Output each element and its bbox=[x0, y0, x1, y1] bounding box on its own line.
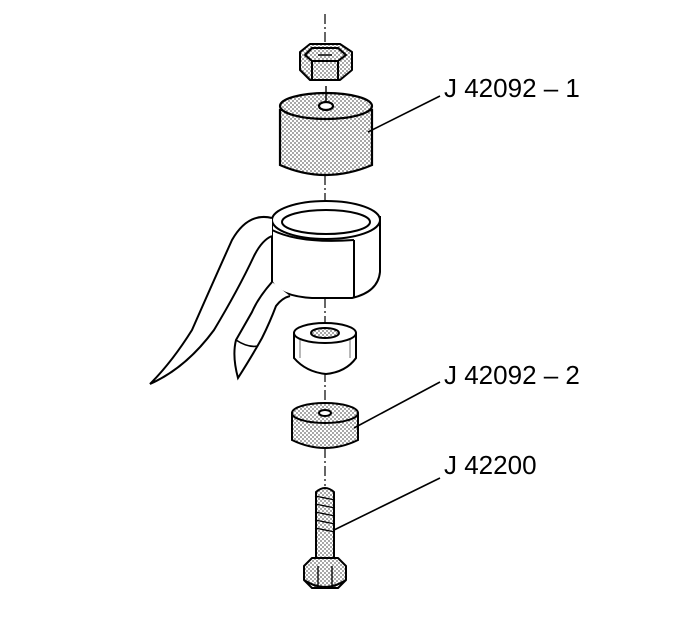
threaded-bolt bbox=[303, 487, 347, 589]
label-bolt: J 42200 bbox=[444, 450, 537, 480]
bushing bbox=[293, 322, 357, 376]
leader-bolt bbox=[333, 477, 441, 531]
leader-lines bbox=[333, 95, 441, 531]
hex-nut bbox=[299, 43, 353, 81]
leader-upper-cup bbox=[367, 95, 441, 133]
leader-lower-cup bbox=[353, 381, 441, 429]
upper-receiver-cup bbox=[278, 86, 374, 177]
label-upper-cup: J 42092 – 1 bbox=[444, 73, 580, 103]
label-lower-cup: J 42092 – 2 bbox=[444, 360, 580, 390]
control-arm-bushing-bore bbox=[149, 200, 381, 385]
lower-receiver-cup bbox=[291, 402, 359, 449]
